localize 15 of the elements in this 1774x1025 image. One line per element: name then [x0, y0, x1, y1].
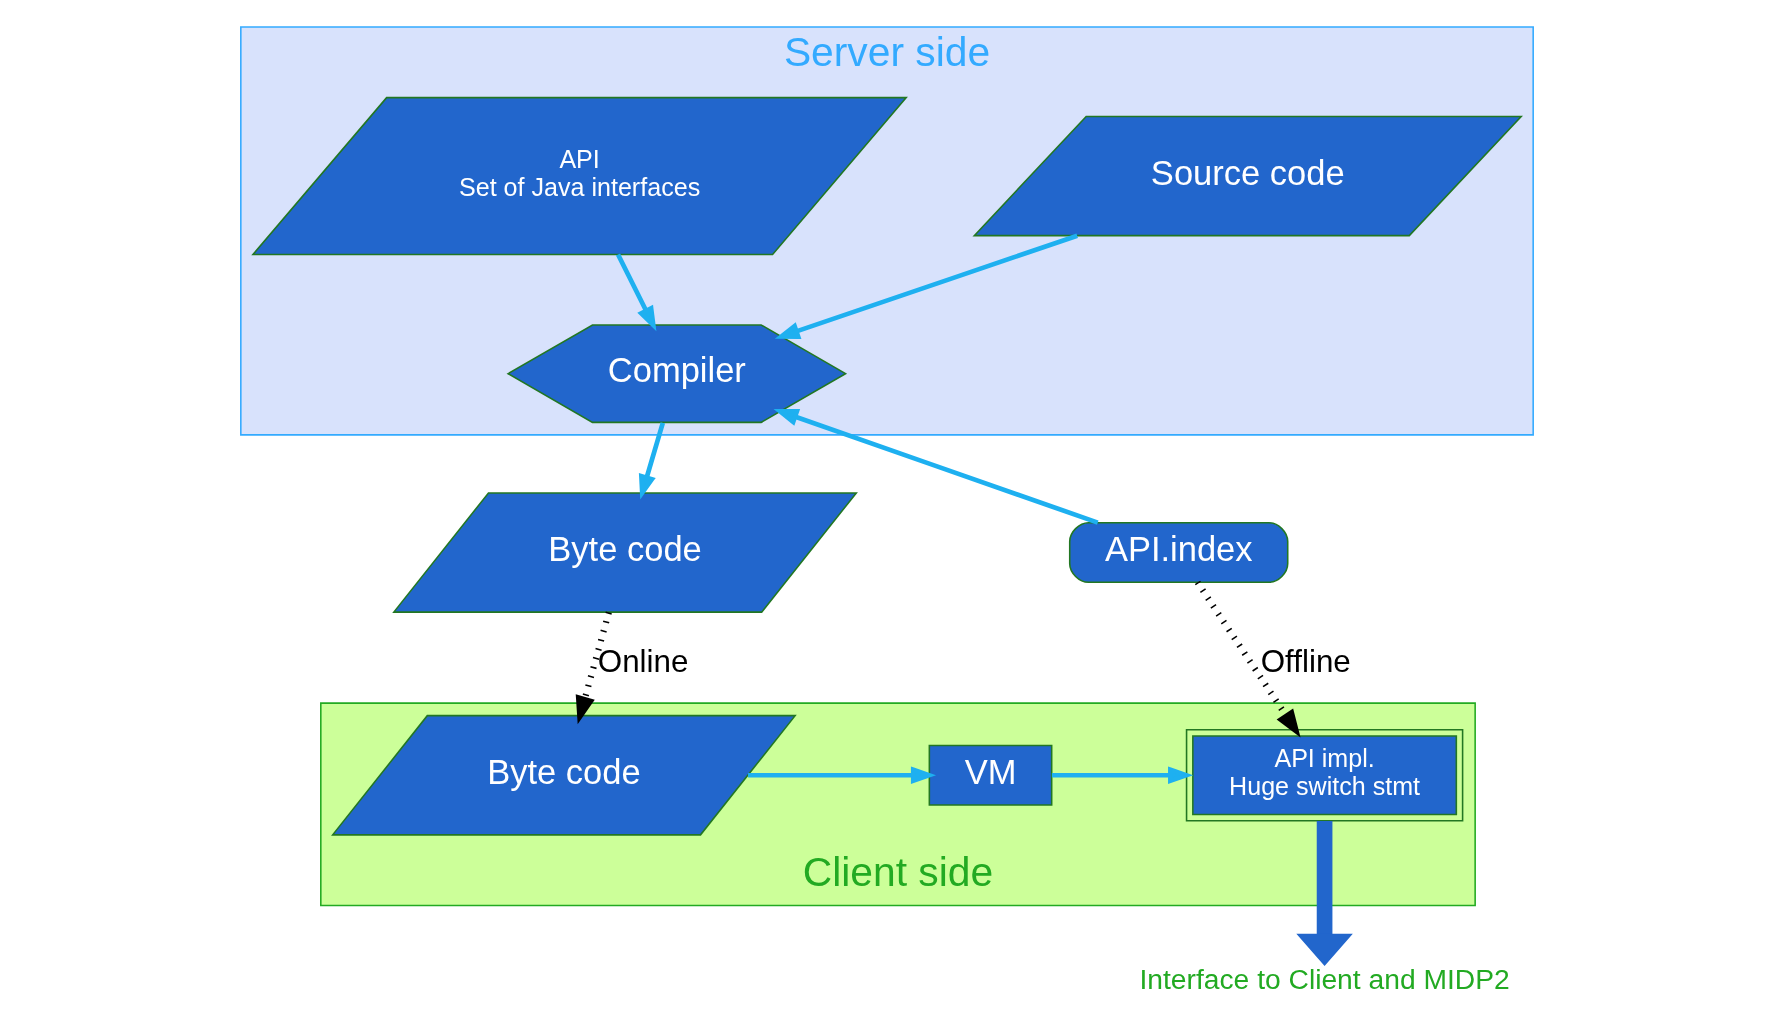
node-box: API.index [1068, 521, 1289, 584]
arrow [774, 233, 1078, 339]
node-box: VM [928, 744, 1053, 806]
node-text: Interface to Client and MIDP2 [1139, 963, 1510, 996]
arrow [575, 611, 612, 725]
edge-label: Offline [1260, 643, 1351, 679]
arrow [615, 253, 657, 332]
edge-label: Online [597, 643, 689, 679]
arrow [748, 766, 937, 785]
node-box: API impl. Huge switch stmt [1185, 728, 1464, 822]
arrow [1051, 766, 1194, 785]
arrow [773, 409, 1099, 525]
arrow [1296, 821, 1353, 966]
arrow [1194, 580, 1301, 738]
arrow [638, 422, 666, 500]
